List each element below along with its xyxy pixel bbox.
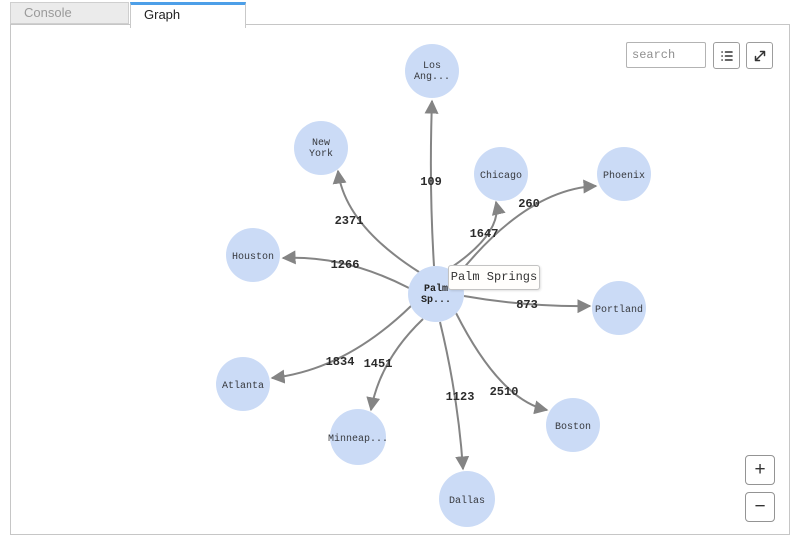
expand-button[interactable] (746, 42, 773, 69)
node-circle[interactable] (294, 121, 348, 175)
node-circle[interactable] (226, 228, 280, 282)
node-phoenix[interactable]: Phoenix (597, 147, 651, 201)
edge-palm-springs-new-york[interactable] (332, 169, 420, 273)
node-circle[interactable] (474, 147, 528, 201)
edge-palm-springs-phoenix[interactable] (457, 179, 598, 276)
edge-palm-springs-dallas[interactable] (439, 321, 470, 471)
node-houston[interactable]: Houston (226, 228, 280, 282)
graph-canvas[interactable] (10, 24, 790, 535)
node-portland[interactable]: Portland (592, 281, 646, 335)
node-dallas[interactable]: Dallas (439, 471, 495, 527)
node-los-angeles[interactable]: Los Ang... (405, 44, 459, 98)
edge-palm-springs-boston[interactable] (455, 312, 549, 415)
tab-console[interactable]: Console (10, 2, 129, 24)
node-circle[interactable] (546, 398, 600, 452)
node-circle[interactable] (405, 44, 459, 98)
expand-icon (754, 50, 765, 61)
node-chicago[interactable]: Chicago (474, 147, 528, 201)
node-circle[interactable] (439, 471, 495, 527)
node-circle[interactable] (216, 357, 270, 411)
node-boston[interactable]: Boston (546, 398, 600, 452)
node-circle[interactable] (597, 147, 651, 201)
node-circle[interactable] (592, 281, 646, 335)
edge-palm-springs-portland[interactable] (463, 295, 592, 314)
list-icon (720, 50, 733, 61)
edge-palm-springs-los-angeles[interactable] (424, 99, 439, 267)
edge-palm-springs-chicago[interactable] (448, 200, 506, 270)
tab-graph[interactable]: Graph (130, 2, 246, 28)
node-new-york[interactable]: New York (294, 121, 348, 175)
edge-palm-springs-minneapolis[interactable] (366, 318, 424, 412)
zoom-out-button[interactable]: − (745, 492, 775, 522)
edge-palm-springs-atlanta[interactable] (270, 305, 412, 384)
node-tooltip: Palm Springs (448, 265, 540, 290)
edge-palm-springs-houston[interactable] (281, 250, 410, 289)
node-atlanta[interactable]: Atlanta (216, 357, 270, 411)
search-input[interactable] (626, 42, 706, 68)
list-button[interactable] (713, 42, 740, 69)
node-circle[interactable] (330, 409, 386, 465)
zoom-in-button[interactable]: + (745, 455, 775, 485)
